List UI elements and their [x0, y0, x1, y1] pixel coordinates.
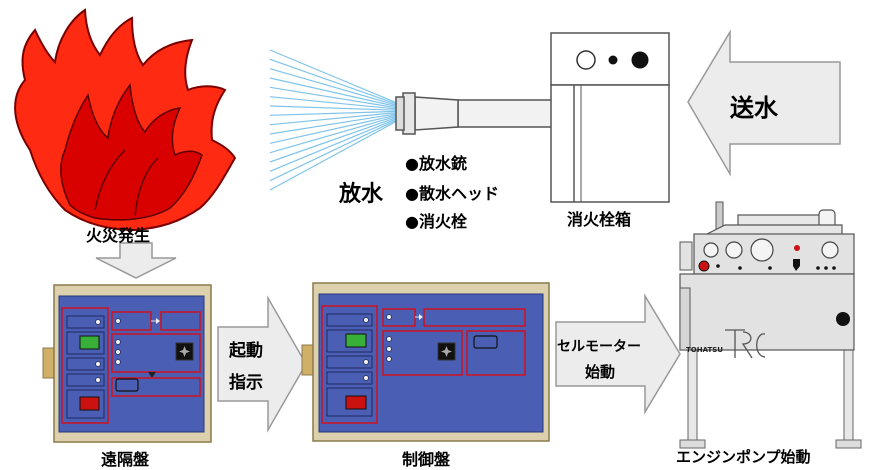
remote-panel-label: 遠隔盤: [101, 450, 150, 469]
spray-line: [269, 120, 398, 191]
water-spray: [269, 49, 398, 191]
fire-down-arrow: [95, 242, 177, 279]
water-supply-arrow: [687, 29, 841, 177]
nozzle: [395, 92, 554, 135]
fire-label: 火災発生: [86, 226, 151, 245]
spray-line: [269, 68, 398, 106]
spray-line: [269, 96, 398, 110]
engine-pump-label: エンジンポンプ始動: [676, 448, 811, 466]
fire-hydrant-box: [550, 32, 670, 203]
discharge-label: 放水: [339, 182, 384, 207]
spray-line: [269, 116, 398, 163]
remote-panel: [42, 284, 212, 443]
start-instruction-arrow: [217, 295, 307, 433]
spray-line: [269, 118, 398, 172]
control-panel-label: 制御盤: [402, 450, 451, 469]
water-supply-label: 送水: [730, 94, 778, 122]
trc-logo: [725, 329, 766, 359]
spray-line: [269, 49, 398, 104]
flame-streak: [94, 149, 159, 216]
control-panel: [301, 282, 550, 442]
gear-icon: [179, 346, 190, 357]
cell-motor-line1: セルモーター: [557, 339, 641, 355]
spray-line: [269, 119, 398, 182]
spray-line: [269, 86, 398, 109]
engine-pump: TOHATSU: [679, 201, 862, 449]
spray-line: [269, 105, 398, 111]
spray-line: [269, 115, 398, 154]
spray-line: [269, 114, 398, 144]
start-instruction-line2: 指示: [229, 373, 263, 393]
spray-line: [269, 113, 398, 135]
spray-line: [269, 77, 398, 108]
spray-line: [269, 110, 398, 116]
fire-illustration: [14, 8, 237, 232]
nozzle-item-hydrant: ●消火栓: [405, 212, 467, 231]
nozzle-item-sprinkler: ●散水ヘッド: [405, 184, 499, 203]
gear-icon: [441, 346, 452, 357]
nozzle-item-gun: ●放水銃: [405, 154, 467, 173]
spray-line: [269, 58, 398, 105]
cell-motor-arrow: [555, 293, 681, 415]
start-instruction-line1: 起動: [229, 341, 263, 361]
cell-motor-line2: 始動: [585, 363, 616, 381]
flame-inner: [60, 83, 203, 221]
spray-line: [269, 112, 398, 126]
maker-logo: TOHATSU: [686, 346, 723, 354]
hydrant-box-label: 消火栓箱: [567, 210, 632, 229]
